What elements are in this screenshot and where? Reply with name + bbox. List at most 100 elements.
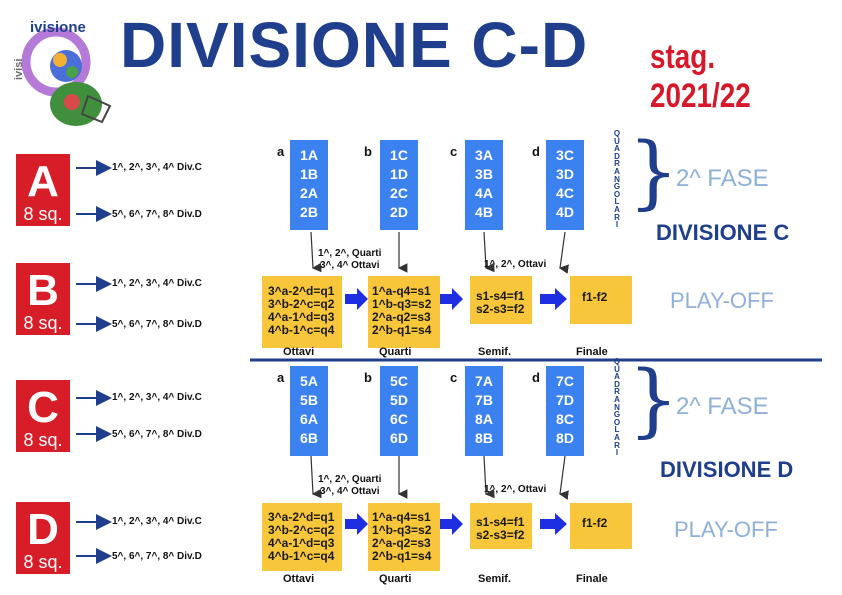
team-code: 5A xyxy=(300,373,318,389)
down-arrow xyxy=(558,231,569,274)
quarti-box: 1^a-q4=s1 1^b-q3=s2 2^a-q2=s3 2^b-q1=s4 xyxy=(368,276,440,348)
group-arrows xyxy=(76,160,112,564)
ottavi-box: 3^a-2^d=q1 3^b-2^c=q2 4^a-1^d=q3 4^b-1^c… xyxy=(262,503,342,571)
semi-note-label: 1^, 2^, Ottavi xyxy=(484,484,547,495)
match-line: 1^a-q4=s1 xyxy=(372,510,431,524)
brace-icon: } xyxy=(628,353,679,446)
group-letter: D xyxy=(27,505,59,554)
logo-text-side: ivisi xyxy=(14,59,25,80)
semi-note-label: 1^, 2^, Ottavi xyxy=(484,259,547,270)
caption-semi: Semif. xyxy=(478,573,512,585)
arrow-label-top: 1^, 2^, 3^, 4^ Div.C xyxy=(112,162,202,173)
down-arrow xyxy=(483,231,495,273)
team-code: 1A xyxy=(300,147,318,163)
arrow-label-top: 1^, 2^, 3^, 4^ Div.C xyxy=(112,392,202,403)
finale-box: f1-f2 xyxy=(570,276,632,324)
group-c-box: C 8 sq. xyxy=(16,380,70,452)
team-code: 1B xyxy=(300,166,318,182)
team-code: 6C xyxy=(390,411,408,427)
arrow-label-top: 1^, 2^, 3^, 4^ Div.C xyxy=(112,278,202,289)
caption-ottavi: Ottavi xyxy=(283,346,315,358)
division-logo: ivisione ivisi xyxy=(13,10,118,128)
down-arrow xyxy=(483,455,495,499)
playoff-label: PLAY-OFF xyxy=(674,517,778,542)
match-line: 4^a-1^d=q3 xyxy=(268,310,335,324)
flow-arrows xyxy=(345,288,567,535)
group-count: 8 sq. xyxy=(23,313,63,333)
match-line: 3^b-2^c=q2 xyxy=(268,523,335,537)
quad-label: a xyxy=(277,144,285,159)
match-line: 4^b-1^c=q4 xyxy=(268,323,335,337)
quarti-box: 1^a-q4=s1 1^b-q3=s2 2^a-q2=s3 2^b-q1=s4 xyxy=(368,503,440,571)
caption-finale: Finale xyxy=(576,346,608,358)
team-code: 4D xyxy=(556,204,574,220)
team-code: 7C xyxy=(556,373,574,389)
quad-label: c xyxy=(450,370,458,385)
team-code: 6B xyxy=(300,430,318,446)
season-label: stag. 2021/22 xyxy=(650,38,751,115)
match-line: s1-s4=f1 xyxy=(476,289,525,303)
quad-down-arrows xyxy=(310,231,569,500)
quad-label: c xyxy=(450,144,458,159)
team-code: 2D xyxy=(390,204,408,220)
team-code: 8C xyxy=(556,411,574,427)
team-code: 2B xyxy=(300,204,318,220)
team-code: 3C xyxy=(556,147,574,163)
semi-box: s1-s4=f1 s2-s3=f2 xyxy=(470,503,532,549)
team-code: 1C xyxy=(390,147,408,163)
match-line: 4^b-1^c=q4 xyxy=(268,549,335,563)
quad-label: d xyxy=(532,144,540,159)
team-code: 2A xyxy=(300,185,318,201)
quad-box-c-b: 1C 1D 2C 2D xyxy=(380,140,418,230)
ottavi-box: 3^a-2^d=q1 3^b-2^c=q2 4^a-1^d=q3 4^b-1^c… xyxy=(262,276,342,348)
team-code: 1D xyxy=(390,166,408,182)
team-code: 3B xyxy=(475,166,493,182)
match-line: s2-s3=f2 xyxy=(476,302,525,316)
match-line: 3^a-2^d=q1 xyxy=(268,284,335,298)
quarti-label: 1^, 2^, Quarti xyxy=(318,474,382,485)
match-line: 2^a-q2=s3 xyxy=(372,536,431,550)
team-code: 8A xyxy=(475,411,493,427)
quad-box-d-b: 5C 5D 6C 6D xyxy=(380,366,418,456)
finale-box: f1-f2 xyxy=(570,503,632,549)
logo-text-top: ivisione xyxy=(30,19,86,36)
flow-arrow xyxy=(440,513,463,535)
match-line: s2-s3=f2 xyxy=(476,528,525,542)
down-arrow xyxy=(310,231,322,273)
group-letter: C xyxy=(27,383,59,432)
quad-box-c-a: 1A 1B 2A 2B xyxy=(290,140,328,230)
quad-label: a xyxy=(277,370,285,385)
quad-label: d xyxy=(532,370,540,385)
division-label: DIVISIONE C xyxy=(656,220,790,245)
match-line: 4^a-1^d=q3 xyxy=(268,536,335,550)
team-code: 4C xyxy=(556,185,574,201)
quad-box-d-d: 7C 7D 8C 8D xyxy=(546,366,584,456)
page-title: DIVISIONE C-D xyxy=(120,9,589,81)
team-code: 5B xyxy=(300,392,318,408)
match-line: 1^b-q3=s2 xyxy=(372,523,432,537)
team-code: 5D xyxy=(390,392,408,408)
team-code: 7B xyxy=(475,392,493,408)
caption-quarti: Quarti xyxy=(379,573,412,585)
group-a-box: A 8 sq. xyxy=(16,154,70,226)
quarti-label: 1^, 2^, Quarti xyxy=(318,248,382,259)
team-code: 8D xyxy=(556,430,574,446)
flow-arrow xyxy=(345,288,368,310)
match-line: s1-s4=f1 xyxy=(476,515,525,529)
match-line: 2^a-q2=s3 xyxy=(372,310,431,324)
quad-label: b xyxy=(364,370,372,385)
team-code: 7A xyxy=(475,373,493,389)
team-code: 4B xyxy=(475,204,493,220)
team-code: 7D xyxy=(556,392,574,408)
group-b-box: B 8 sq. xyxy=(16,263,70,335)
match-line: 3^b-2^c=q2 xyxy=(268,297,335,311)
caption-ottavi: Ottavi xyxy=(283,573,315,585)
playoff-label: PLAY-OFF xyxy=(670,288,774,313)
group-count: 8 sq. xyxy=(23,430,63,450)
match-line: f1-f2 xyxy=(582,516,608,530)
fase-label: 2^ FASE xyxy=(676,165,769,192)
team-code: 3A xyxy=(475,147,493,163)
arrow-label-bottom: 5^, 6^, 7^, 8^ Div.D xyxy=(112,551,202,562)
